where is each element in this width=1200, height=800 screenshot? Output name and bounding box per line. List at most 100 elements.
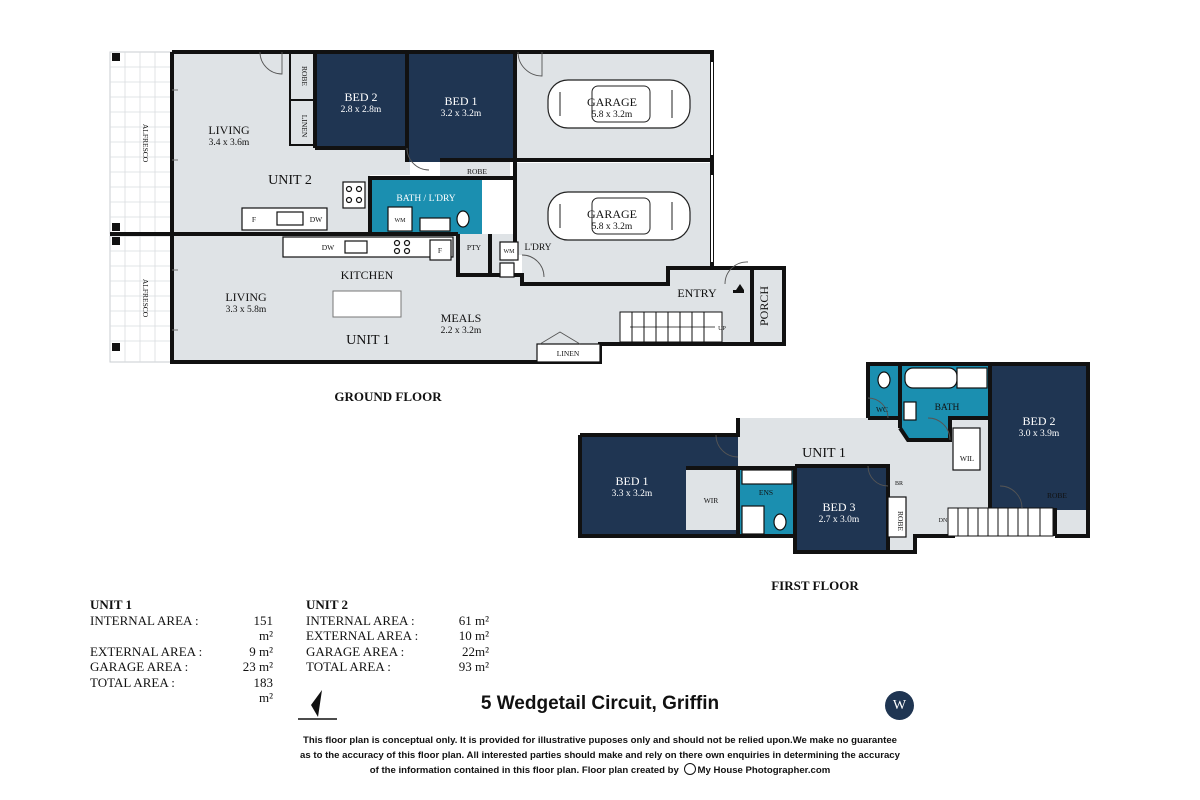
living-u1-label: LIVING [225, 290, 267, 304]
disclaimer: This floor plan is conceptual only. It i… [270, 733, 930, 778]
fridge-u1-label: F [438, 246, 442, 255]
robe-u2-label: ROBE [300, 66, 309, 86]
robe-bed1-fill [440, 160, 510, 180]
kitchen-bench-unit1 [282, 236, 454, 318]
stair-down-label: DN [939, 518, 948, 524]
linen-u2-label: LINEN [300, 115, 309, 138]
linen-u1-cupboard [536, 343, 601, 363]
bed1-ff-dim: 3.3 x 3.2m [612, 489, 653, 499]
area-row: EXTERNAL AREA :10 m² [306, 628, 489, 643]
wir-fill [686, 468, 736, 530]
bed3-ff-fill [795, 466, 888, 552]
bed2-u2-label: BED 2 [345, 90, 378, 104]
property-address: 5 Wedgetail Circuit, Griffin [480, 693, 720, 714]
area-row: GARAGE AREA :23 m² [90, 659, 273, 674]
robe-bed3-label: ROBE [896, 511, 905, 531]
unit2-label: UNIT 2 [268, 173, 312, 188]
meals-label: MEALS [441, 311, 482, 325]
ground-doors [172, 51, 749, 345]
alfresco-deck-bottom [109, 235, 173, 363]
bed2-u2-dim: 2.8 x 2.8m [341, 105, 382, 115]
robe-bed3-cupboard [887, 496, 907, 538]
first-floor-walls [578, 362, 1090, 554]
sink-icon [499, 262, 515, 278]
living-u2-label: LIVING [208, 123, 250, 137]
alfresco-deck-top [109, 51, 173, 235]
dishwasher-u1-label: DW [322, 243, 335, 252]
robe-bed1-label: ROBE [467, 167, 487, 176]
stair-first-floor [947, 507, 1054, 537]
toilet-icon [773, 513, 787, 531]
post-marker [112, 237, 120, 245]
area-row: INTERNAL AREA :151 m² [90, 612, 273, 644]
shower-icon [741, 505, 765, 535]
bed2-unit2-fill [315, 52, 407, 148]
wir-label: WIR [704, 496, 719, 505]
area-row: INTERNAL AREA :61 m² [306, 612, 489, 628]
bed2-ff-dim: 3.0 x 3.9m [1019, 429, 1060, 439]
disclaimer-line: This floor plan is conceptual only. It i… [302, 735, 897, 746]
sink-icon [344, 240, 368, 254]
meals-dim: 2.2 x 3.2m [441, 326, 482, 336]
bed1-ff-label: BED 1 [616, 474, 649, 488]
washing-machine-u2-label: WM [395, 218, 407, 224]
kitchen-bench-unit2 [241, 181, 366, 231]
fridge-u2-label: F [252, 215, 256, 224]
first-floor-title: FIRST FLOOR [771, 578, 859, 593]
dishwasher-u2-label: DW [310, 215, 323, 224]
unit1-ground-label: UNIT 1 [346, 333, 390, 348]
shower-icon [956, 367, 988, 389]
garage-top-dim: 5.8 x 3.2m [592, 110, 633, 120]
bath-laundry-label: BATH / L'DRY [396, 194, 455, 204]
sink-icon [903, 401, 917, 421]
bath-ff-label: BATH [935, 403, 960, 413]
unit1-first-label: UNIT 1 [802, 446, 846, 461]
sink-icon [741, 469, 793, 485]
garage-top-label: GARAGE [587, 95, 637, 109]
wc-label: WC [876, 405, 888, 414]
toilet-icon [456, 210, 470, 228]
area-row: EXTERNAL AREA :9 m² [90, 643, 273, 659]
alfresco-bottom-grid [110, 236, 172, 362]
area-row: GARAGE AREA :22m² [306, 643, 489, 659]
ground-floor: ALFRESCO ALFRESCO LIVING 3.4 x 3.6m UNIT… [109, 50, 786, 404]
robe-bed2-label: ROBE [1047, 491, 1067, 500]
bed1-u2-label: BED 1 [445, 94, 478, 108]
cooktop-icon [345, 185, 353, 193]
kitchen-label: KITCHEN [341, 268, 394, 282]
bed3-ff-dim: 2.7 x 3.0m [819, 515, 860, 525]
bed1-unit2-fill [407, 52, 515, 162]
bathtub-icon [904, 367, 958, 389]
cooktop-icon [393, 239, 401, 247]
porch-fill [752, 268, 784, 344]
garage-bottom-dim: 5.8 x 3.2m [592, 222, 633, 232]
unit1-area-table: UNIT 1 INTERNAL AREA :151 m² EXTERNAL AR… [90, 597, 273, 706]
bed3-ff-label: BED 3 [823, 500, 856, 514]
first-floor-fixtures [715, 367, 1054, 537]
kitchen-island [332, 290, 402, 318]
sink-icon [276, 211, 304, 226]
unit2-area-table: UNIT 2 INTERNAL AREA :61 m² EXTERNAL ARE… [306, 597, 489, 675]
wil-label: WIL [960, 454, 975, 463]
porch-label: PORCH [757, 286, 771, 326]
car-icon [547, 79, 691, 129]
post-marker [112, 223, 120, 231]
area-row: TOTAL AREA :93 m² [306, 659, 489, 674]
camera-logo-icon [683, 763, 696, 775]
post-marker [112, 343, 120, 351]
car-icon [547, 191, 691, 241]
entry-label: ENTRY [677, 286, 717, 300]
brand-name: My House Photographer.com [697, 765, 831, 776]
bath-fixtures [387, 206, 519, 278]
area-row: TOTAL AREA :183 m² [90, 674, 273, 706]
toilet-icon [877, 371, 891, 389]
alfresco-top-label: ALFRESCO [141, 124, 150, 163]
unit2-area-title: UNIT 2 [306, 597, 349, 612]
first-floor: UNIT 1 BED 1 3.3 x 3.2m WIR ENS BED 3 2.… [578, 362, 1090, 593]
stair-up-label: UP [718, 326, 726, 332]
bed2-ff-fill [990, 364, 1088, 510]
alfresco-top-grid [110, 52, 172, 234]
ens-label: ENS [759, 488, 773, 497]
linen-u1-label: LINEN [557, 349, 580, 358]
bed2-ff-label: BED 2 [1023, 414, 1056, 428]
